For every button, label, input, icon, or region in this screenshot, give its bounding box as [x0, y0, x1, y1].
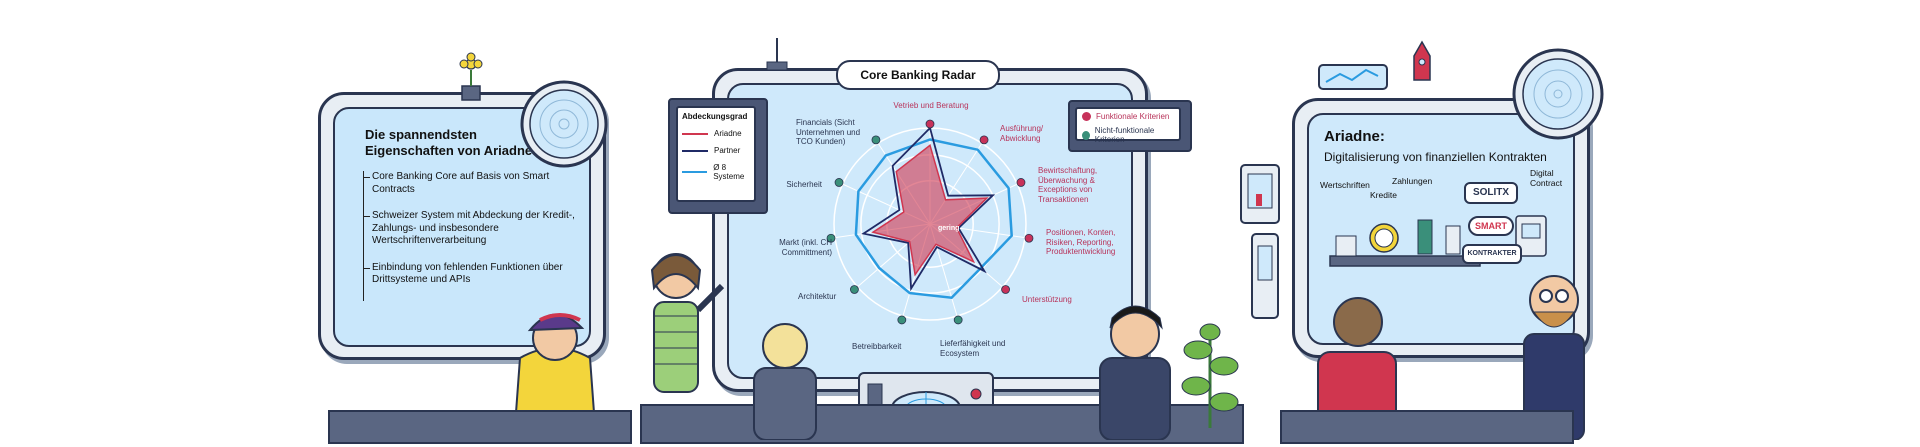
legend-entry: Funktionale Kriterien [1082, 112, 1174, 121]
list-item: Core Banking Core auf Basis von Smart Co… [363, 171, 577, 196]
right-screen-title: Ariadne: [1324, 128, 1385, 145]
right-desk [1280, 410, 1574, 444]
person-blonde [740, 306, 830, 445]
radar-title: Core Banking Radar [836, 60, 1000, 90]
axis-label-0: Vetrieb und Beratung [893, 101, 969, 110]
ariadne-series [871, 144, 989, 277]
legend-label: Funktionale Kriterien [1096, 112, 1170, 121]
right-target-icon [1510, 46, 1606, 147]
legend-label: Ariadne [714, 129, 742, 138]
axis-marker [826, 233, 836, 243]
axis-label-5: Lieferfähigkeit und Ecosystem [940, 339, 1006, 358]
rocket-icon [1410, 40, 1434, 95]
antenna-icon [762, 36, 792, 77]
axis-label-9: Sicherheit [786, 180, 822, 189]
axis-label-3: Positionen, Konten, Risiken, Reporting, … [1046, 228, 1116, 256]
functional-dot-icon [1082, 112, 1091, 121]
legend-entry: Ariadne [682, 129, 750, 138]
legend-entry: Ø 8 Systeme [682, 163, 750, 181]
non-functional-dot-icon [1082, 130, 1090, 140]
axis-marker [871, 135, 881, 145]
kontrakter-tag: KONTRAKTER [1462, 244, 1522, 264]
average-series [854, 138, 1013, 300]
flower-icon [452, 52, 492, 107]
legend-entry: Nicht-funktionale Kriterien [1082, 126, 1174, 144]
axis-label-4: Unterstützung [1022, 295, 1072, 304]
center-label: gering [938, 225, 959, 232]
axis-marker [925, 119, 935, 129]
legend-entry: Partner [682, 146, 750, 155]
label-kredite: Kredite [1370, 190, 1397, 200]
axis-marker [834, 178, 844, 187]
axis-label-1: Ausführung/ Abwicklung [1000, 124, 1044, 143]
axis-label-2: Bewirtschaftung, Überwachung & Exception… [1038, 166, 1098, 204]
legend-swatch-average [682, 171, 708, 173]
coverage-legend-title: Abdeckungsgrad [682, 112, 748, 121]
smart-tag: SMART [1468, 216, 1514, 236]
criteria-legend: Funktionale Kriterien Nicht-funktionale … [1075, 107, 1181, 144]
label-wertschriften: Wertschriften [1320, 180, 1370, 190]
left-target-icon [518, 78, 610, 175]
list-item: Schweizer System mit Abdeckung der Kredi… [363, 210, 577, 248]
tower-gadget [1250, 232, 1280, 327]
axis-marker [1024, 233, 1034, 243]
axis-marker [1001, 285, 1010, 294]
feature-list: Core Banking Core auf Basis von Smart Co… [363, 171, 577, 301]
partner-series [861, 126, 996, 292]
axis-label-6: Betreibbarkeit [852, 342, 902, 351]
left-desk [328, 410, 632, 444]
axis-marker [897, 315, 907, 325]
axis-marker [850, 285, 859, 294]
axis-marker [1016, 178, 1026, 187]
legend-swatch-partner [682, 149, 708, 152]
solitx-tag: SOLITX [1464, 182, 1518, 204]
axis-label-8: Markt (inkl. CH Committment) [779, 238, 832, 257]
axis-marker [953, 315, 963, 325]
axis-label-10: Financials (Sicht Unternehmen und TCO Ku… [796, 118, 861, 146]
legend-label: Partner [714, 146, 741, 155]
coverage-legend: Abdeckungsgrad Ariadne Partner Ø 8 Syste… [676, 106, 756, 202]
legend-label: Ø 8 Systeme [713, 163, 745, 181]
person-pointing [636, 240, 726, 415]
radar-chart: gering [826, 119, 1034, 325]
axis-marker [979, 135, 989, 145]
person-smiling [1090, 288, 1180, 445]
coverage-legend-frame: Abdeckungsgrad Ariadne Partner Ø 8 Syste… [668, 98, 768, 214]
list-item: Einbindung von fehlenden Funktionen über… [363, 262, 577, 287]
chart-display-icon [1318, 64, 1388, 99]
legend-swatch-ariadne [682, 132, 708, 135]
plant-icon [1180, 310, 1240, 435]
criteria-legend-frame: Funktionale Kriterien Nicht-funktionale … [1068, 100, 1192, 152]
legend-label: Nicht-funktionale Kriterien [1094, 126, 1155, 144]
label-digital-contract: Digital Contract [1530, 168, 1563, 188]
left-screen-title: Die spannendsten Eigenschaften von Ariad… [365, 127, 533, 158]
label-zahlungen: Zahlungen [1392, 176, 1433, 186]
right-screen-subtitle: Digitalisierung von finanziellen Kontrak… [1324, 150, 1547, 164]
axis-label-7: Architektur [798, 292, 837, 301]
side-gadget [1240, 164, 1280, 231]
